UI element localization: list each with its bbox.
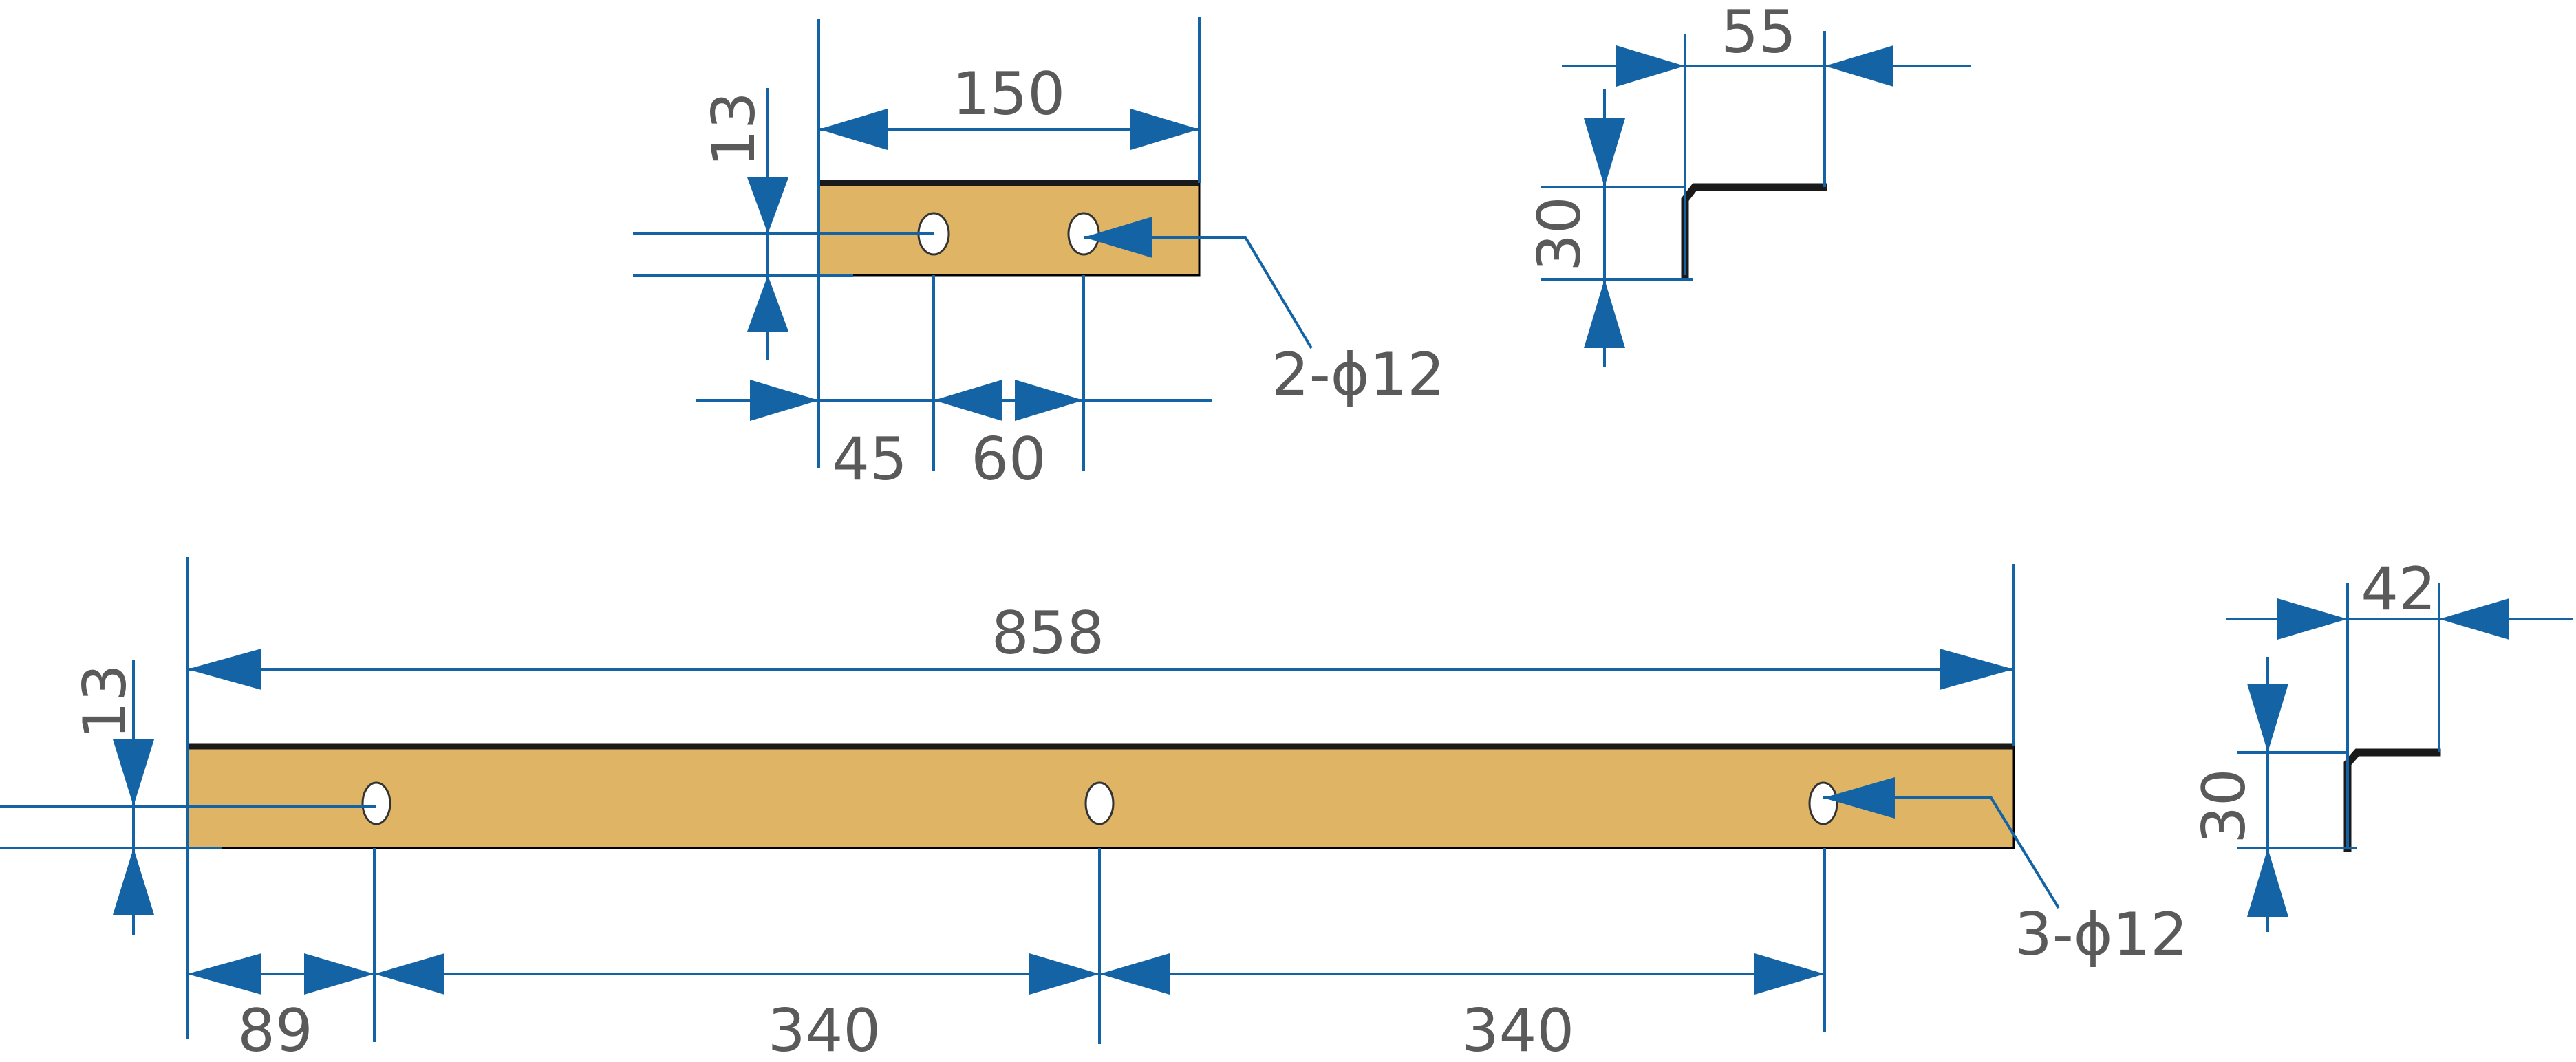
long-bar-arrow-b [304, 953, 374, 995]
long-bar-hole-dimension: 89 340 340 [187, 953, 1825, 1062]
short-bar-arrow-b [934, 380, 1002, 421]
short-bar-section-height-arrow-bottom [1584, 279, 1625, 348]
short-bar-edge-to-hole-label: 45 [832, 425, 907, 494]
long-bar-section-width-arrow-left [2277, 598, 2348, 640]
long-bar-arrow-a [187, 953, 261, 995]
long-bar-section-height-dimension: 30 [2190, 657, 2288, 932]
long-bar-hole-3 [1808, 781, 1838, 825]
long-bar-section-width-arrow-right [2439, 598, 2509, 640]
short-bar-hole-spacing-label: 60 [971, 425, 1046, 494]
short-bar-length-label: 150 [952, 60, 1065, 129]
long-bar-thickness-label: 13 [71, 664, 140, 739]
short-bar-section-width-label: 55 [1721, 0, 1796, 67]
short-bar-thickness-label: 13 [700, 91, 769, 166]
long-bar-section-height-arrow-bottom [2247, 848, 2288, 917]
long-bar-section-width-label: 42 [2361, 555, 2436, 624]
short-bar-section-width-arrow-left [1616, 45, 1685, 87]
long-bar-edge-to-hole-label: 89 [237, 997, 312, 1062]
long-bar-arrow-c [374, 953, 444, 995]
long-bar-hole-2 [1084, 781, 1115, 825]
long-bar-arrow-f [1754, 953, 1825, 995]
short-bar-leader-arrow [1084, 217, 1152, 258]
long-bar-arrow-e [1099, 953, 1170, 995]
short-bar-arrow-c [1015, 380, 1084, 421]
long-bar-section-height-arrow-top [2247, 684, 2288, 752]
short-bar-hole-callout: 2-ϕ12 [1084, 217, 1445, 409]
short-bar-section-height-arrow-top [1584, 118, 1625, 187]
short-bar-length-arrow-left [819, 109, 888, 150]
short-bar-view: 150 13 45 60 2-ϕ12 [633, 17, 1445, 494]
long-bar-hole-callout: 3-ϕ12 [1823, 777, 2188, 969]
short-bar-hole-dimension: 45 60 [696, 380, 1212, 494]
short-bar-thickness-arrow-top [747, 177, 788, 234]
long-bar-section-view: 42 30 [2190, 555, 2573, 932]
short-bar-length-arrow-right [1130, 109, 1199, 150]
long-bar-leader-arrow [1823, 777, 1895, 819]
long-bar-arrow-d [1029, 953, 1099, 995]
short-bar-hole-2 [1067, 212, 1100, 256]
long-bar-length-label: 858 [991, 599, 1104, 668]
short-bar-arrow-a [750, 380, 819, 421]
long-bar-section-profile [2343, 748, 2441, 852]
long-bar-section-width-dimension: 42 [2226, 555, 2573, 640]
short-bar-section-profile [1681, 183, 1827, 279]
short-bar-section-width-dimension: 55 [1562, 0, 1971, 87]
long-bar-length-dimension: 858 [187, 599, 2014, 690]
long-bar-hole-spacing-1-label: 340 [768, 997, 881, 1062]
short-bar-hole-callout-label: 2-ϕ12 [1271, 340, 1445, 409]
short-bar-length-dimension: 150 [819, 60, 1199, 150]
long-bar-hole-1 [361, 781, 391, 825]
long-bar-length-arrow-left [187, 649, 261, 690]
long-bar-thickness-arrow-top [113, 739, 154, 806]
long-bar-thickness-arrow-bottom [113, 848, 154, 915]
long-bar-hole-spacing-2-label: 340 [1461, 997, 1574, 1062]
short-bar-section-width-arrow-right [1825, 45, 1893, 87]
long-bar-length-arrow-right [1940, 649, 2014, 690]
short-bar-thickness-dimension: 13 [700, 88, 788, 360]
long-bar-section-height-label: 30 [2190, 768, 2259, 843]
short-bar-section-height-label: 30 [1525, 196, 1594, 271]
long-bar-view: 858 13 89 340 340 3-ϕ12 [0, 557, 2188, 1062]
short-bar-thickness-arrow-bottom [747, 275, 788, 332]
short-bar-section-view: 55 30 [1525, 0, 1971, 367]
long-bar-hole-callout-label: 3-ϕ12 [2015, 900, 2188, 969]
long-bar-thickness-dimension: 13 [71, 660, 154, 935]
short-bar-section-height-dimension: 30 [1525, 89, 1625, 367]
